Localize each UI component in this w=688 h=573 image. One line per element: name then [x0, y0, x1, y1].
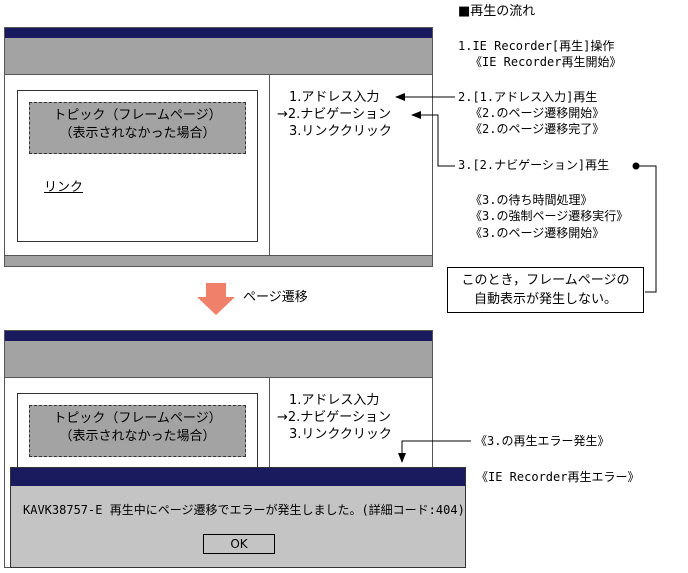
callout-line-2: 自動表示が発生しない。 — [473, 292, 617, 307]
page-transition-arrow — [197, 283, 235, 315]
topic-subtitle: （表示されなかった場合） — [59, 429, 216, 444]
step1-message: 《IE Recorder再生開始》 — [470, 55, 622, 69]
browser-window-top: トピック（フレームページ） （表示されなかった場合） リンク 1.アドレス入力 … — [4, 27, 433, 267]
step1-label: 1.IE Recorder[再生]操作 — [458, 39, 615, 53]
link[interactable]: リンク — [44, 180, 84, 195]
frame-divider — [269, 378, 270, 468]
transition-label: ページ遷移 — [243, 290, 308, 305]
step2-message-done: 《2.のページ遷移完了》 — [470, 122, 605, 136]
callout-note: このとき，フレームページの 自動表示が発生しない。 — [447, 267, 644, 313]
step3-label: 3.[2.ナビゲーション]再生 — [458, 158, 610, 172]
topic-title: トピック（フレームページ） — [53, 411, 222, 426]
topic-frame-page: トピック（フレームページ） （表示されなかった場合） — [29, 102, 246, 154]
error-dialog-name: 《IE Recorder再生エラー》 — [476, 470, 640, 484]
callout-connector — [636, 165, 657, 293]
section-title: ■再生の流れ — [458, 4, 536, 19]
list-item-address: 1.アドレス入力 — [289, 90, 380, 105]
step2-message-start: 《2.のページ遷移開始》 — [470, 106, 605, 120]
list-item-link-click: 3.リンククリック — [289, 427, 392, 442]
ok-button[interactable]: OK — [203, 534, 275, 554]
window-toolbar — [5, 341, 432, 378]
error-dialog: KAVK38757-E 再生中にページ遷移でエラーが発生しました。(詳細コード:… — [10, 467, 466, 568]
callout-line-1: このとき，フレームページの — [461, 273, 630, 288]
error-message: KAVK38757-E 再生中にページ遷移でエラーが発生しました。(詳細コード:… — [23, 503, 465, 517]
content-frame: トピック（フレームページ） （表示されなかった場合） リンク — [17, 90, 258, 242]
window-statusbar — [5, 255, 432, 266]
step2-label: 2.[1.アドレス入力]再生 — [458, 90, 598, 104]
dialog-titlebar — [11, 468, 465, 486]
window-toolbar — [5, 38, 432, 75]
step3-message-force: 《3.の強制ページ遷移実行》 — [470, 209, 629, 223]
list-item-link-click: 3.リンククリック — [289, 124, 392, 139]
frame-divider — [269, 75, 270, 257]
list-item-navigation: →2.ナビゲーション — [277, 410, 392, 425]
step3-message-wait: 《3.の待ち時間処理》 — [470, 193, 593, 207]
arrow-to-error — [398, 440, 471, 463]
list-item-navigation: →2.ナビゲーション — [277, 107, 392, 122]
topic-subtitle: （表示されなかった場合） — [59, 126, 216, 141]
window-titlebar — [5, 28, 432, 38]
window-titlebar — [5, 331, 432, 341]
arrow-to-navigation — [411, 111, 455, 167]
step3-message-start: 《3.のページ遷移開始》 — [470, 226, 605, 240]
topic-title: トピック（フレームページ） — [53, 108, 222, 123]
topic-frame-page: トピック（フレームページ） （表示されなかった場合） — [29, 405, 246, 457]
list-item-address: 1.アドレス入力 — [289, 393, 380, 408]
error-step-label: 《3.の再生エラー発生》 — [475, 434, 610, 448]
